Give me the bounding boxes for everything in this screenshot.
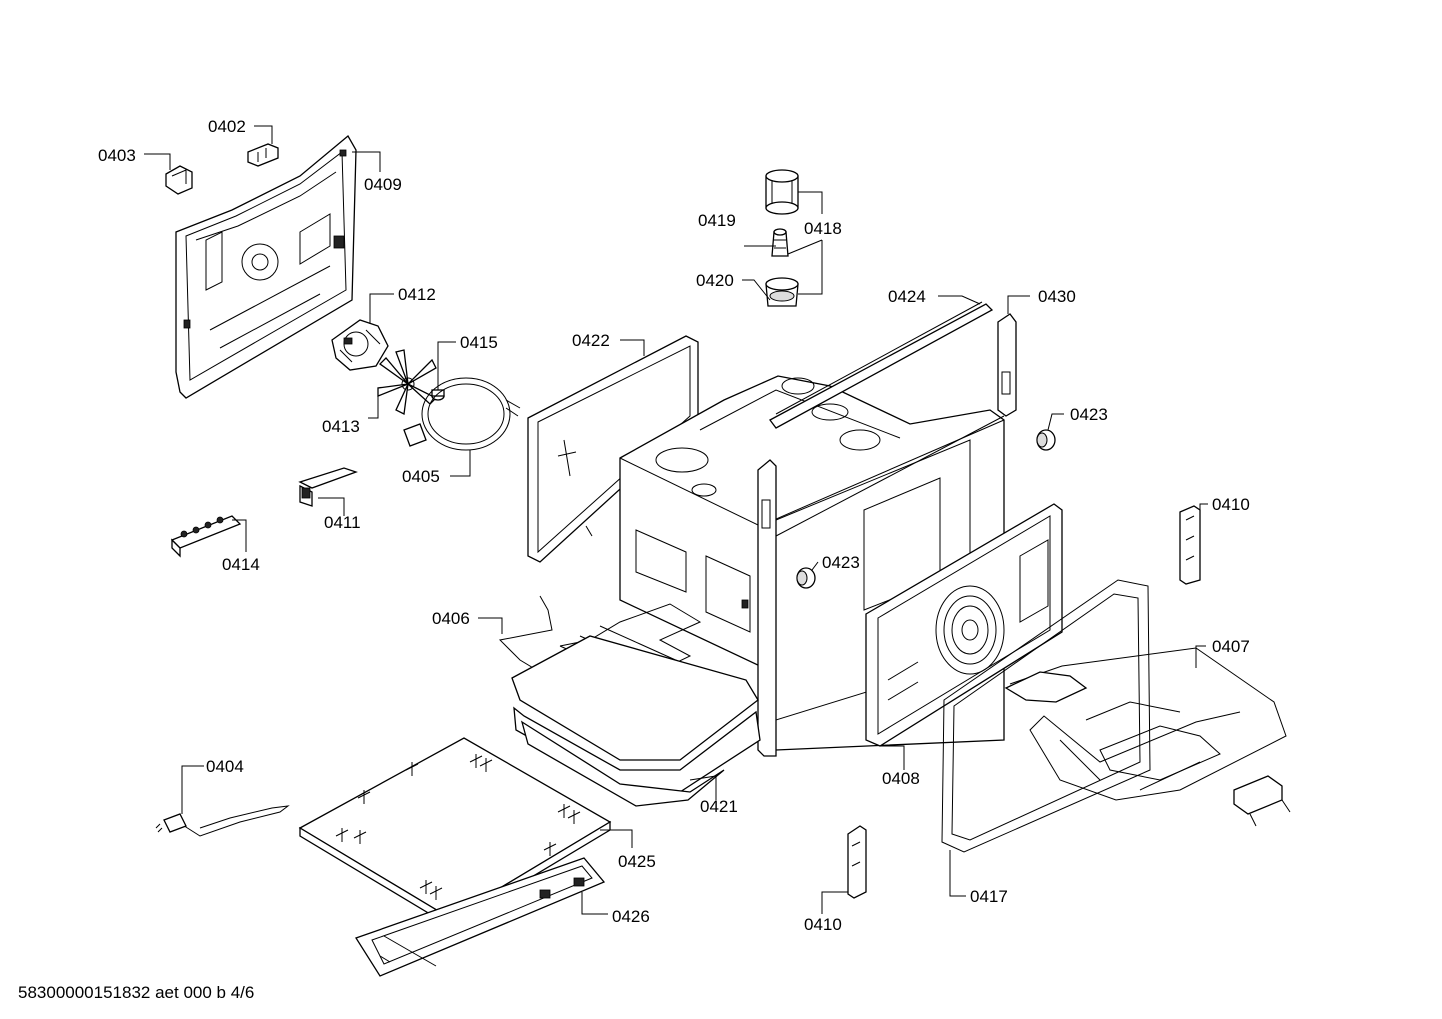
leader-lines — [144, 125, 1208, 915]
label-0430: 0430 — [1038, 287, 1076, 306]
part-0403-bracket — [165, 165, 193, 195]
part-0417-door-seal — [941, 579, 1151, 853]
label-0418: 0418 — [804, 219, 842, 238]
part-0410-hinge-upper — [1179, 505, 1201, 585]
label-0410-upper: 0410 — [1212, 495, 1250, 514]
part-0411-sensor — [298, 467, 358, 507]
label-0403: 0403 — [98, 146, 136, 165]
document-footer-code: 58300000151832 aet 000 b 4/6 — [18, 983, 254, 1002]
part-0420-lamp-socket — [765, 277, 799, 307]
label-0413: 0413 — [322, 417, 360, 436]
part-grill-bracket — [1233, 775, 1291, 827]
label-0411: 0411 — [324, 513, 361, 532]
part-0408-rear-cover — [865, 503, 1063, 747]
label-0414: 0414 — [222, 555, 260, 574]
part-0413-fan-blade — [377, 349, 438, 415]
part-0405-circular-heater — [403, 377, 521, 451]
label-0408: 0408 — [882, 769, 920, 788]
label-0409: 0409 — [364, 175, 402, 194]
label-0426: 0426 — [612, 907, 650, 926]
part-0418-lamp-cover — [765, 169, 799, 215]
label-0412: 0412 — [398, 285, 436, 304]
part-0414-terminal-block — [170, 515, 242, 558]
label-0407: 0407 — [1212, 637, 1250, 656]
part-0430-front-frame — [757, 313, 1017, 757]
label-0404: 0404 — [206, 757, 244, 776]
part-0423-lamp-glass-left — [796, 567, 816, 589]
part-0402-connector — [247, 143, 279, 167]
part-0425-bottom-panel — [298, 737, 612, 927]
part-0424-top-rail — [769, 301, 994, 429]
part-0422-side-panel — [527, 335, 699, 563]
label-0415: 0415 — [460, 333, 498, 352]
part-0415-nut — [431, 389, 445, 401]
part-0410-hinge-lower — [847, 825, 867, 899]
label-0405: 0405 — [402, 467, 440, 486]
label-0423-left: 0423 — [822, 553, 860, 572]
part-labels: 0402 0403 0409 0412 0415 0413 0405 0411 … — [98, 117, 1250, 934]
label-0417: 0417 — [970, 887, 1008, 906]
label-0422: 0422 — [572, 331, 610, 350]
label-0423-right: 0423 — [1070, 405, 1108, 424]
part-0421-insulation — [511, 635, 761, 807]
part-0412-fan-motor — [331, 319, 389, 371]
part-0409-rear-panel — [175, 135, 357, 399]
label-0406: 0406 — [432, 609, 470, 628]
part-0423-lamp-glass-right — [1036, 429, 1056, 451]
label-0420: 0420 — [696, 271, 734, 290]
part-0407-grill-heater — [1004, 647, 1287, 801]
label-0410-lower: 0410 — [804, 915, 842, 934]
part-0404-mains-cable — [155, 805, 290, 837]
part-0426-bottom-tray — [355, 857, 606, 977]
label-0424: 0424 — [888, 287, 926, 306]
label-0419: 0419 — [698, 211, 736, 230]
label-0402: 0402 — [208, 117, 246, 136]
label-0425: 0425 — [618, 852, 656, 871]
part-0419-lamp-bulb — [771, 228, 789, 257]
label-0421: 0421 — [700, 797, 738, 816]
